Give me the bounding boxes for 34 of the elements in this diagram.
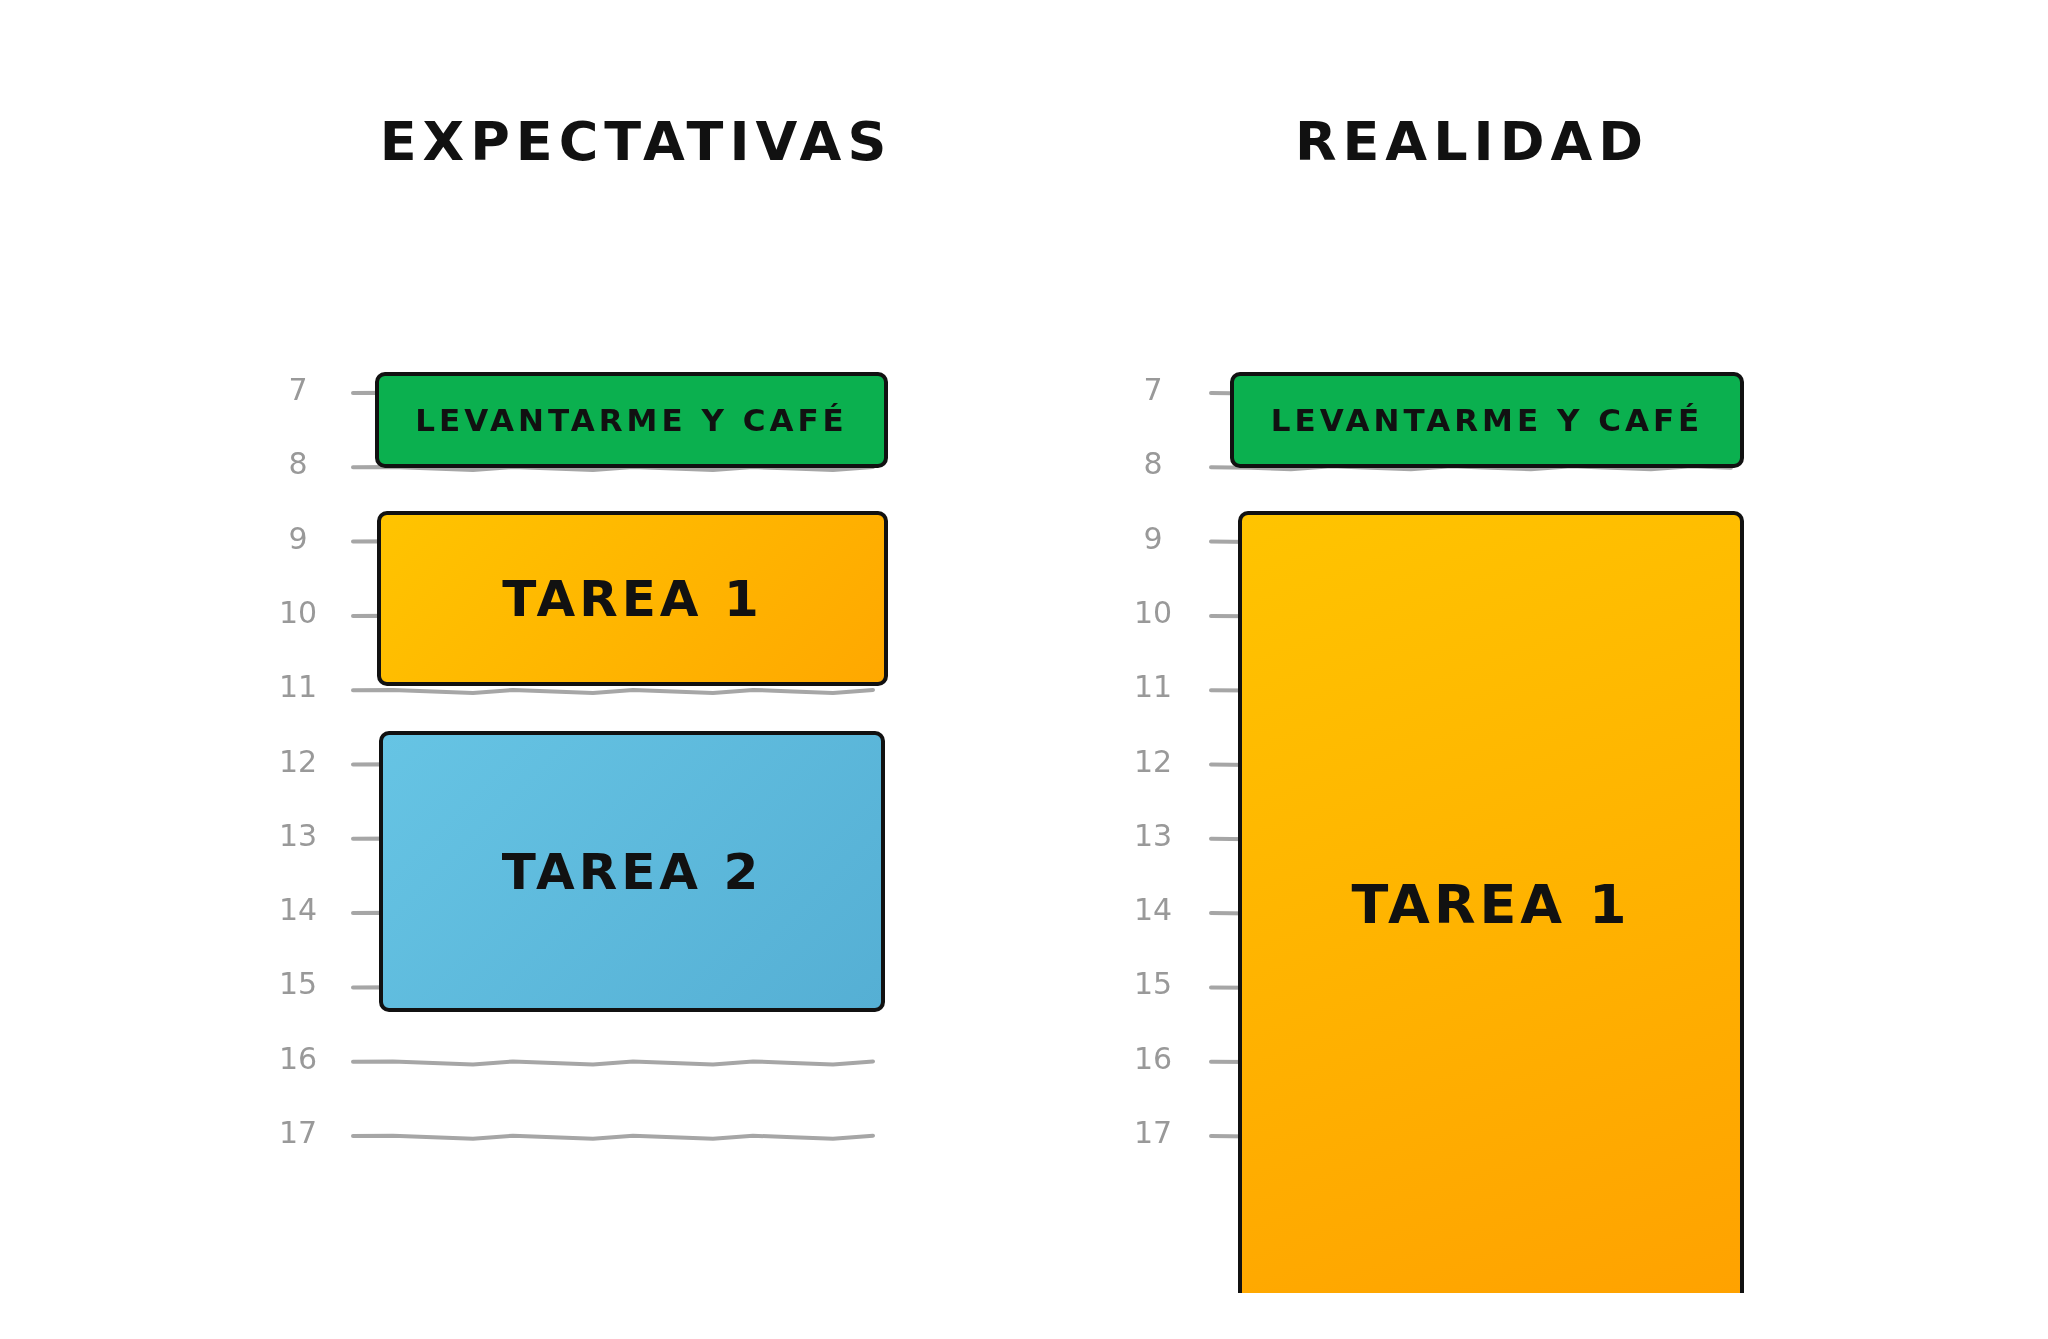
hour-label: 11 (277, 668, 319, 704)
column-heading: REALIDAD (1294, 110, 1650, 173)
task-block (379, 731, 885, 1012)
task-block (375, 372, 888, 468)
hour-label: 8 (1142, 445, 1164, 481)
hour-label: 14 (277, 891, 319, 927)
task-label: TAREA 1 (1351, 872, 1631, 936)
hour-label: 16 (1132, 1040, 1174, 1076)
hour-label: 16 (277, 1040, 319, 1076)
hour-label: 13 (277, 817, 319, 853)
task-label: LEVANTARME Y CAFÉ (1270, 402, 1704, 438)
hour-label: 12 (1132, 743, 1174, 778)
hour-label: 11 (1132, 668, 1174, 704)
hour-label: 9 (287, 520, 309, 556)
hour-label: 15 (277, 965, 319, 1001)
column-heading: EXPECTATIVAS (379, 110, 893, 173)
hour-label: 17 (1132, 1114, 1174, 1150)
hour-label: 7 (287, 371, 309, 407)
task-block (1238, 511, 1744, 1293)
hour-label: 10 (1132, 594, 1174, 630)
hour-label: 9 (1142, 520, 1164, 556)
hour-label: 14 (1132, 891, 1174, 927)
task-label: TAREA 2 (501, 842, 763, 901)
task-label: TAREA 1 (502, 569, 763, 628)
hour-label: 10 (277, 594, 319, 630)
hour-label: 13 (1132, 817, 1174, 853)
task-block (1230, 372, 1744, 468)
hour-label: 12 (277, 743, 319, 778)
task-block (377, 511, 888, 686)
hour-label: 8 (287, 445, 309, 481)
hour-label: 7 (1142, 371, 1164, 407)
hour-label: 17 (277, 1114, 319, 1150)
task-label: LEVANTARME Y CAFÉ (415, 402, 848, 438)
hour-label: 15 (1132, 965, 1174, 1001)
